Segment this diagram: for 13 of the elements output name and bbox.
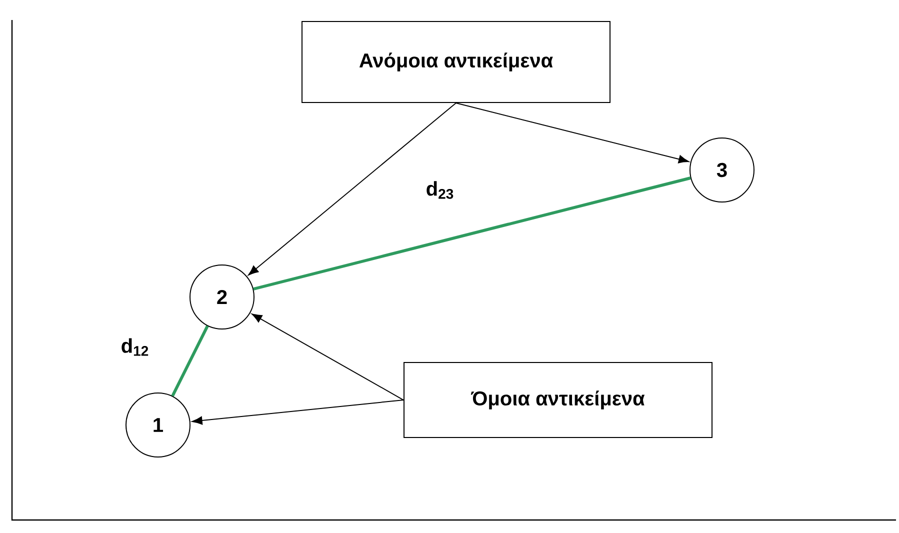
text-box: Όμοια αντικείμενα <box>404 362 712 438</box>
text-box: Ανόμοια αντικείμενα <box>302 21 610 103</box>
arrow <box>456 102 689 164</box>
arrow <box>252 314 404 400</box>
edge-label: d$_{23}$ <box>424 180 456 200</box>
circle-node: 3 <box>690 138 754 202</box>
edge-label: d$_{12}$ <box>120 337 150 357</box>
circle-node: 1 <box>126 392 190 458</box>
connector-line <box>253 176 691 290</box>
arrow <box>192 400 404 425</box>
connector-line <box>171 325 209 397</box>
circle-node: 2 <box>190 264 254 330</box>
arrow <box>248 102 456 276</box>
